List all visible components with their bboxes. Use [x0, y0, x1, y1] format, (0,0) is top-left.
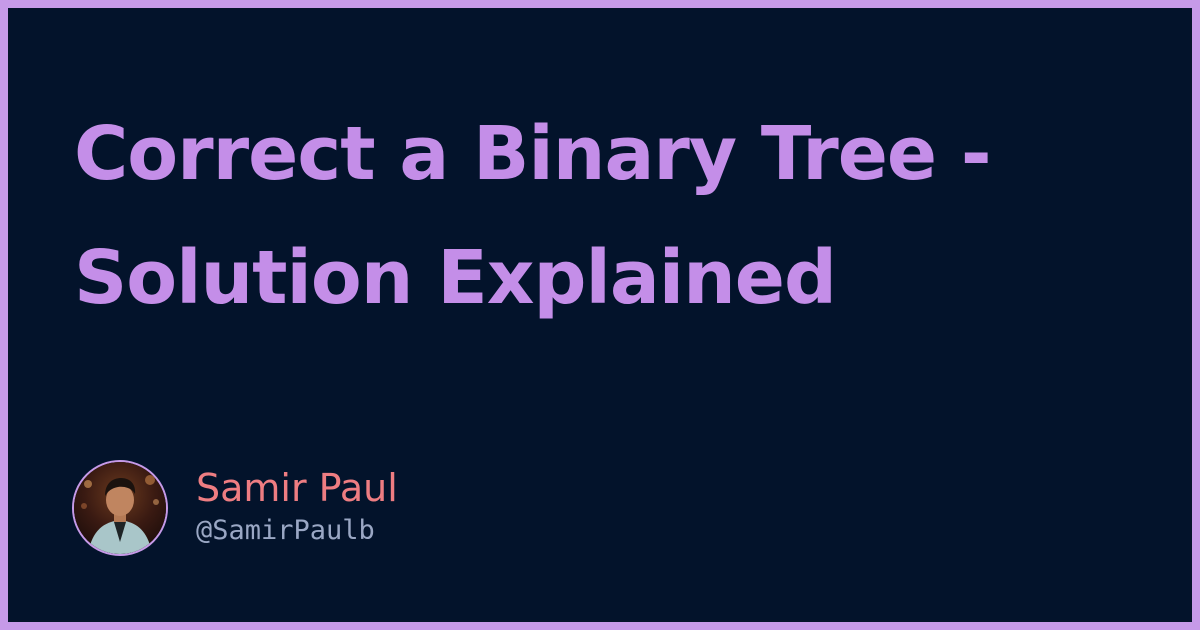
- page-title: Correct a Binary Tree - Solution Explain…: [74, 111, 992, 321]
- author-handle: @SamirPaulb: [196, 515, 375, 546]
- social-card: Correct a Binary Tree - Solution Explain…: [8, 8, 1192, 622]
- author-block: Samir Paul @SamirPaulb: [72, 458, 398, 558]
- person-photo-avatar-icon: [74, 462, 166, 554]
- author-text: Samir Paul @SamirPaulb: [196, 465, 398, 551]
- author-avatar: [72, 460, 168, 556]
- author-name: Samir Paul: [196, 466, 398, 510]
